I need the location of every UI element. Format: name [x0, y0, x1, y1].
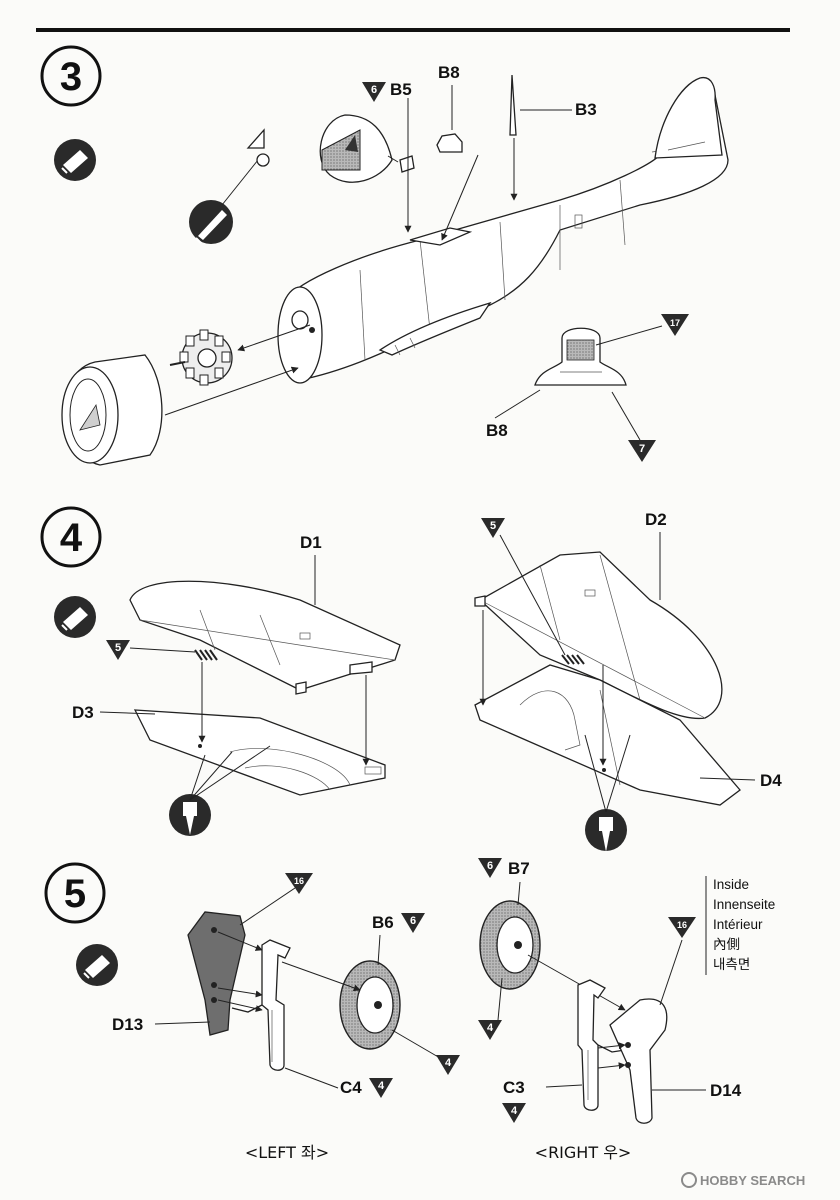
paint-ref-7: 7: [628, 440, 656, 462]
svg-text:4: 4: [445, 1057, 452, 1069]
paint-ref-4-c4: 4: [369, 1078, 393, 1098]
svg-text:17: 17: [670, 318, 680, 328]
label-b6: B6: [372, 913, 394, 932]
svg-text:4: 4: [378, 1080, 385, 1092]
inside-label-en: Inside: [713, 877, 749, 892]
right-wheel-b7: [479, 900, 541, 990]
svg-text:6: 6: [410, 915, 416, 927]
paint-ref-6-b6: 6: [401, 913, 425, 933]
label-b3: B3: [575, 100, 597, 119]
drill-bit-icon: [584, 734, 631, 852]
paint-ref-16-d14: 16: [668, 917, 696, 938]
inside-legend: Inside Innenseite Intérieur 內側 내측면: [705, 876, 775, 975]
paint-ref-5-right: 5: [481, 518, 505, 538]
right-strut-c3: [577, 979, 626, 1111]
headrest-detail: [494, 325, 663, 441]
paint-ref-6-b7: 6: [478, 858, 502, 878]
step-5-number-badge: 5: [44, 862, 106, 924]
label-b5: B5: [390, 80, 412, 99]
svg-text:4: 4: [487, 1022, 494, 1034]
b8-part: [436, 85, 479, 241]
label-b8-top: B8: [438, 63, 460, 82]
right-gear-door-d14: [609, 998, 668, 1124]
engine-cowling: [61, 354, 163, 466]
fuselage: [277, 76, 729, 384]
label-c4: C4: [340, 1078, 362, 1097]
label-d1: D1: [300, 533, 322, 552]
paint-ref-6-b5: 6: [362, 82, 386, 102]
left-wheel-b6: [339, 960, 401, 1050]
label-d3: D3: [72, 703, 94, 722]
step-4-number-badge: 4: [40, 506, 102, 568]
b5-detail-callout: [319, 114, 399, 183]
b5-part: [399, 98, 415, 233]
svg-text:7: 7: [639, 443, 645, 455]
watermark-text: HOBBY SEARCH: [700, 1173, 805, 1188]
watermark: HOBBY SEARCH: [681, 1172, 805, 1188]
label-b8-detail: B8: [486, 421, 508, 440]
paint-ref-4-b7-tire: 4: [478, 1020, 502, 1040]
step-3: 3: [40, 45, 729, 466]
paint-ref-4-c3: 4: [502, 1103, 526, 1123]
hobby-knife-icon: [189, 200, 233, 244]
label-d13: D13: [112, 1015, 143, 1034]
label-d14: D14: [710, 1081, 742, 1100]
svg-text:6: 6: [371, 84, 377, 96]
cement-tube-icon: [76, 944, 118, 986]
svg-text:6: 6: [487, 860, 493, 872]
label-d2: D2: [645, 510, 667, 529]
svg-text:4: 4: [511, 1105, 518, 1117]
svg-text:5: 5: [490, 520, 496, 532]
label-d4: D4: [760, 771, 782, 790]
step-5-number: 5: [64, 872, 86, 916]
step-4-number: 4: [60, 516, 83, 560]
b3-antenna: [509, 74, 572, 201]
label-c3: C3: [503, 1078, 525, 1097]
step-3-number: 3: [60, 55, 82, 99]
left-upper-wing-d1: [129, 580, 401, 695]
drill-bit-icon: [169, 745, 271, 836]
inside-label-ko: 내측면: [713, 957, 750, 972]
svg-text:16: 16: [677, 920, 687, 930]
caption-right: <RIGHT 우>: [535, 1143, 632, 1162]
paint-ref-5-left: 5: [106, 640, 130, 660]
step-4: 4 D1 5: [40, 506, 782, 852]
paint-ref-16-d13: 16: [285, 873, 313, 894]
paint-ref-4-b6-tire: 4: [436, 1055, 460, 1075]
caption-left: <LEFT 좌>: [245, 1143, 329, 1162]
label-b7: B7: [508, 859, 530, 878]
cement-tube-icon: [54, 139, 96, 181]
step-5: 5 16 D13 C4: [44, 858, 775, 1162]
cement-tube-icon: [54, 596, 96, 638]
left-strut-c4: [231, 939, 291, 1071]
left-gear-door-d13: [187, 911, 246, 1036]
step-3-number-badge: 3: [40, 45, 102, 107]
inside-label-de: Innenseite: [713, 897, 775, 912]
svg-text:5: 5: [115, 642, 121, 654]
paint-ref-17: 17: [661, 314, 689, 336]
radial-engine: [169, 329, 233, 386]
inside-label-ja: 內側: [713, 937, 740, 952]
svg-text:16: 16: [294, 876, 304, 886]
inside-label-fr: Intérieur: [713, 917, 763, 932]
sprue-part: [221, 128, 270, 206]
